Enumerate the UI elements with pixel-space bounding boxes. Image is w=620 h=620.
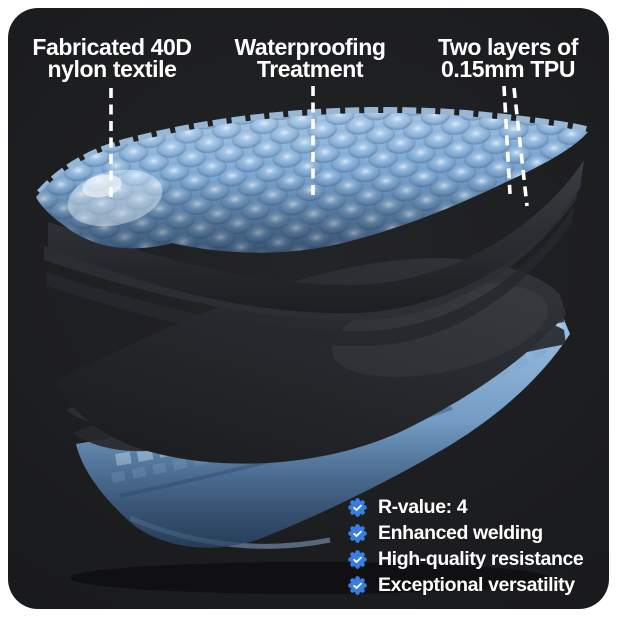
verified-badge-icon (348, 575, 367, 595)
feature-item: Enhanced welding (348, 520, 583, 546)
top-stack (36, 107, 588, 347)
leader-line-tpu-1 (502, 85, 512, 195)
callout-line: nylon textile (47, 55, 177, 82)
feature-item: R-value: 4 (348, 494, 583, 520)
feature-item: High-quality resistance (348, 546, 584, 572)
top-layer-silhouette-bumps (37, 107, 587, 196)
top-quilted-layer-shading (36, 113, 588, 253)
callout-line: Fabricated 40D (32, 34, 192, 60)
feature-label: High-quality resistance (378, 547, 584, 570)
ground-shadow (70, 562, 550, 594)
callout-nylon-textile: Fabricated 40D nylon textile (14, 34, 210, 82)
feature-label: Exceptional versatility (378, 573, 575, 596)
leader-lines (109, 85, 529, 207)
coating-layer (48, 160, 584, 314)
callout-line: Two layers of (437, 34, 579, 60)
tpu-layer-2 (47, 206, 574, 347)
verified-badge-icon (348, 497, 367, 517)
callout-line: 0.15mm TPU (440, 55, 576, 82)
callout-line: Waterproofing (234, 34, 386, 60)
feature-item: Exceptional versatility (348, 572, 583, 598)
verified-badge-icon (348, 523, 367, 543)
base-slab-layer (56, 258, 566, 464)
feature-label: R-value: 4 (378, 495, 468, 518)
callout-tpu: Two layers of 0.15mm TPU (410, 34, 606, 82)
callout-waterproofing: Waterproofing Treatment (212, 34, 408, 82)
callout-line: Treatment (256, 55, 364, 82)
leader-line-tpu-2 (512, 87, 529, 207)
verified-badge-icon (348, 549, 367, 569)
feature-list: R-value: 4 Enhanced welding High-quality… (348, 494, 584, 598)
feature-label: Enhanced welding (378, 521, 543, 544)
